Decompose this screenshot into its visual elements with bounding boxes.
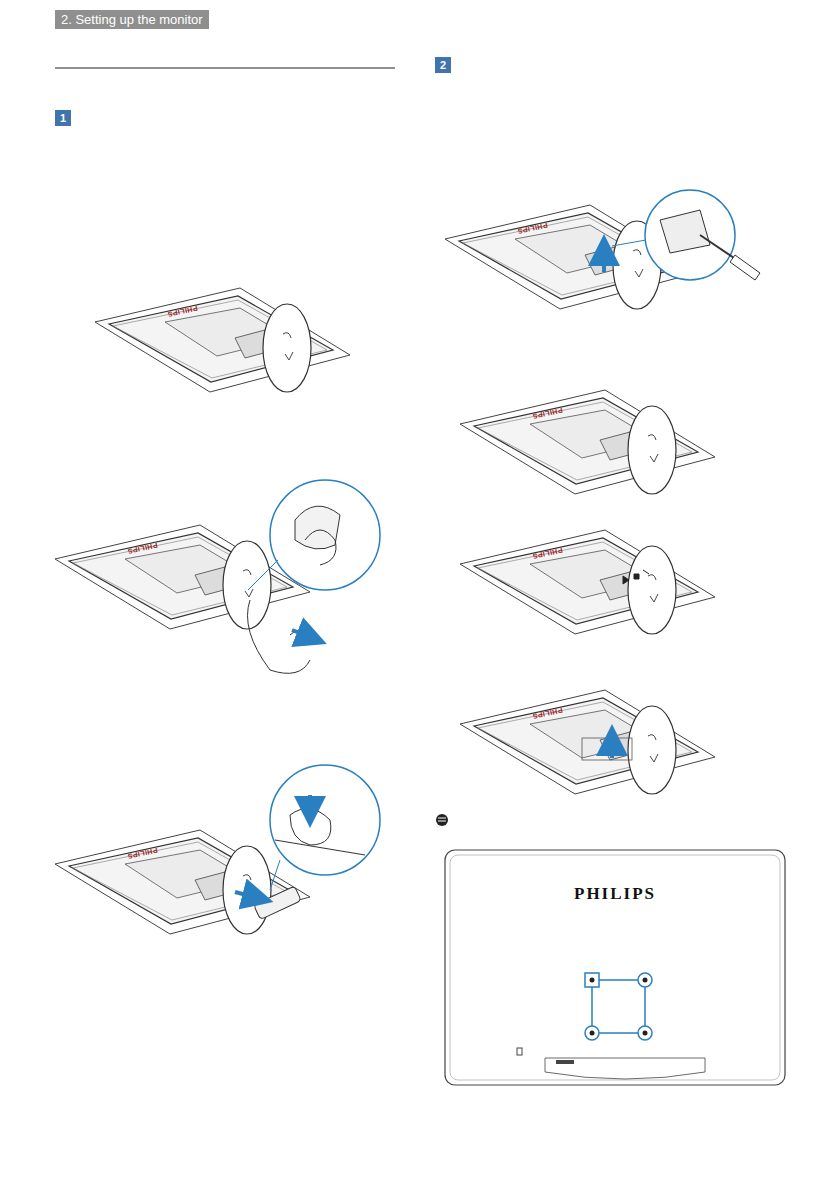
step-number: 1 xyxy=(60,112,66,124)
step-badge: 2 xyxy=(435,57,451,73)
step-number: 2 xyxy=(440,59,446,71)
section-heading: 2. Setting up the monitor xyxy=(55,10,209,29)
step-badge: 1 xyxy=(55,110,71,126)
brand-logo: PHILIPS xyxy=(574,884,656,904)
